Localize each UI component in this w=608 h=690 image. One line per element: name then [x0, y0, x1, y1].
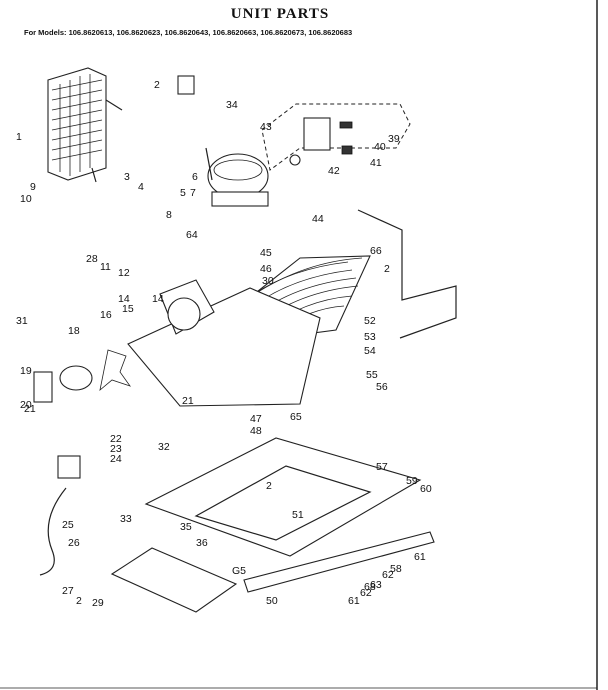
callout-30: 30 [262, 275, 274, 287]
callout-14: 14 [118, 293, 130, 305]
callout-62: 62 [360, 587, 372, 599]
diagram-note: G5 [232, 565, 246, 577]
callout-64: 64 [186, 229, 198, 241]
callout-65: 65 [290, 411, 302, 423]
callout-53: 53 [364, 331, 376, 343]
callout-20: 20 [20, 399, 32, 411]
callout-57: 57 [376, 461, 388, 473]
callout-5: 5 [180, 187, 186, 199]
fan-motor [33, 349, 132, 403]
callout-31: 31 [16, 315, 28, 327]
callout-47: 47 [250, 413, 262, 425]
page-title: UNIT PARTS [230, 6, 330, 22]
callout-46: 46 [260, 263, 272, 275]
callout-45: 45 [260, 247, 272, 259]
callout-52: 52 [364, 315, 376, 327]
callout-58: 58 [390, 563, 402, 575]
callout-10: 10 [20, 193, 32, 205]
callout-11: 11 [100, 261, 111, 273]
callout-14: 14 [152, 293, 164, 305]
callout-27: 27 [62, 585, 74, 597]
callout-2: 2 [154, 79, 160, 91]
callout-15: 15 [122, 303, 134, 315]
callout-1: 1 [16, 131, 22, 143]
callout-12: 12 [118, 267, 130, 279]
callout-24: 24 [110, 453, 122, 465]
callout-40: 40 [374, 141, 386, 153]
callout-25: 25 [62, 519, 74, 531]
part-34-block [177, 75, 195, 95]
callout-18: 18 [68, 325, 80, 337]
callout-36: 36 [196, 537, 208, 549]
callout-21: 21 [182, 395, 194, 407]
callout-2: 2 [76, 595, 82, 607]
callout-32: 32 [158, 441, 170, 453]
callout-66: 66 [370, 245, 382, 257]
callout-23: 23 [110, 443, 122, 455]
callout-19: 19 [20, 365, 32, 377]
shroud-assembly [127, 279, 321, 407]
base-frame [144, 437, 422, 557]
callout-2: 2 [266, 480, 272, 492]
callout-42: 42 [328, 165, 340, 177]
callout-44: 44 [312, 213, 324, 225]
callout-60: 60 [420, 483, 432, 495]
callout-43: 43 [260, 121, 272, 133]
callout-16: 16 [100, 309, 112, 321]
callout-7: 7 [190, 187, 196, 199]
compressor-part [205, 147, 269, 207]
callout-9: 9 [30, 181, 36, 193]
callout-39: 39 [388, 133, 400, 145]
drain-pan [110, 547, 238, 613]
callout-8: 8 [166, 209, 172, 221]
relay-cover [303, 117, 331, 151]
callout-22: 22 [110, 433, 122, 445]
callout-50: 50 [266, 595, 278, 607]
callout-68: 68 [364, 581, 376, 593]
terminal-block [57, 455, 81, 479]
power-cord [39, 487, 67, 576]
callout-48: 48 [250, 425, 262, 437]
callout-51: 51 [292, 509, 304, 521]
callout-61: 61 [414, 551, 426, 563]
callout-33: 33 [120, 513, 132, 525]
callout-34: 34 [226, 99, 238, 111]
callout-26: 26 [68, 537, 80, 549]
callout-4: 4 [138, 181, 144, 193]
callout-21: 21 [24, 403, 36, 415]
callout-41: 41 [370, 157, 382, 169]
evaporator-part [47, 67, 123, 183]
callout-6: 6 [192, 171, 198, 183]
tube-52 [357, 209, 457, 339]
callout-63: 63 [370, 579, 382, 591]
callout-61: 61 [348, 595, 360, 607]
callout-2: 2 [384, 263, 390, 275]
bottom-rail [243, 531, 435, 593]
callout-55: 55 [366, 369, 378, 381]
model-list: For Models: 106.8620613, 106.8620623, 10… [24, 28, 353, 37]
callout-3: 3 [124, 171, 130, 183]
callout-56: 56 [376, 381, 388, 393]
callout-59: 59 [406, 475, 418, 487]
callout-28: 28 [86, 253, 98, 265]
dashed-group-outline [261, 103, 411, 171]
callout-62: 62 [382, 569, 394, 581]
callout-54: 54 [364, 345, 376, 357]
callout-29: 29 [92, 597, 104, 609]
callout-35: 35 [180, 521, 192, 533]
